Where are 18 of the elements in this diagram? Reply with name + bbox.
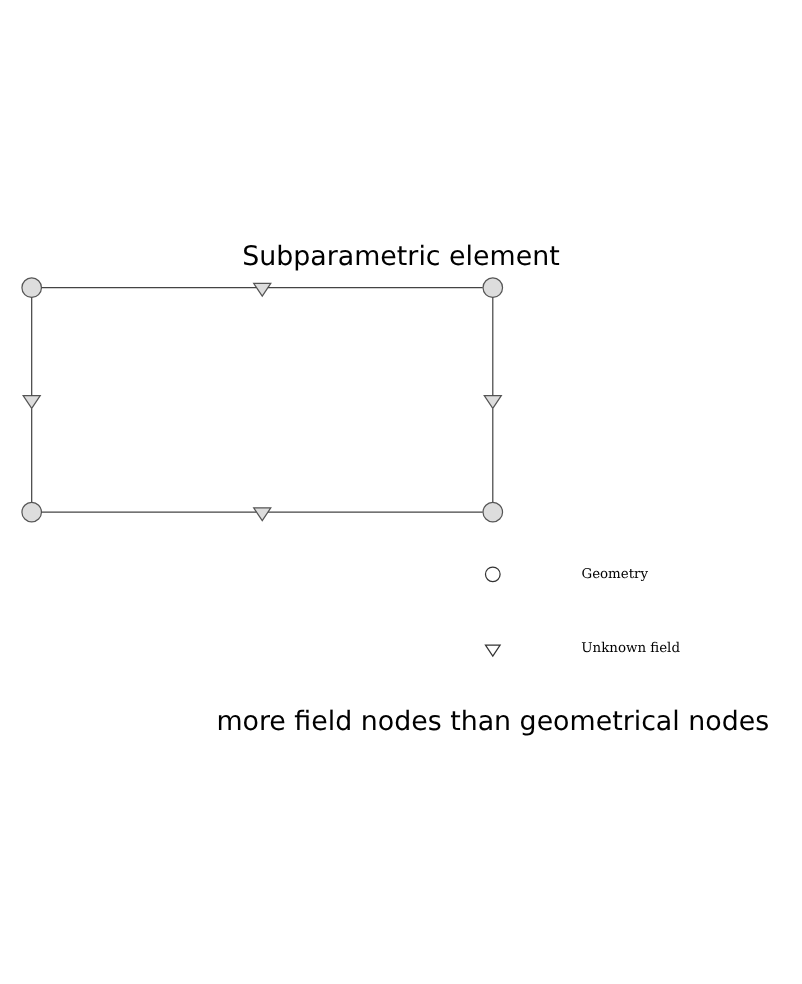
node-circle: [21, 277, 43, 299]
node-triangle: [252, 507, 272, 522]
node-circle: [482, 277, 504, 299]
node-triangle: [252, 282, 272, 298]
diagram-title: Subparametric element: [242, 243, 560, 274]
connector: [267, 511, 484, 513]
node-triangle: [483, 395, 503, 410]
connector: [41, 287, 257, 289]
connector: [31, 408, 33, 503]
node-triangle: [22, 395, 42, 410]
node-circle: [21, 501, 43, 523]
connector: [267, 287, 484, 289]
connector: [492, 408, 494, 503]
node-circle: [482, 501, 504, 523]
connector: [31, 296, 33, 396]
connector: [41, 511, 257, 513]
caption: more field nodes than geometrical nodes: [216, 707, 770, 738]
connector: [492, 296, 494, 396]
